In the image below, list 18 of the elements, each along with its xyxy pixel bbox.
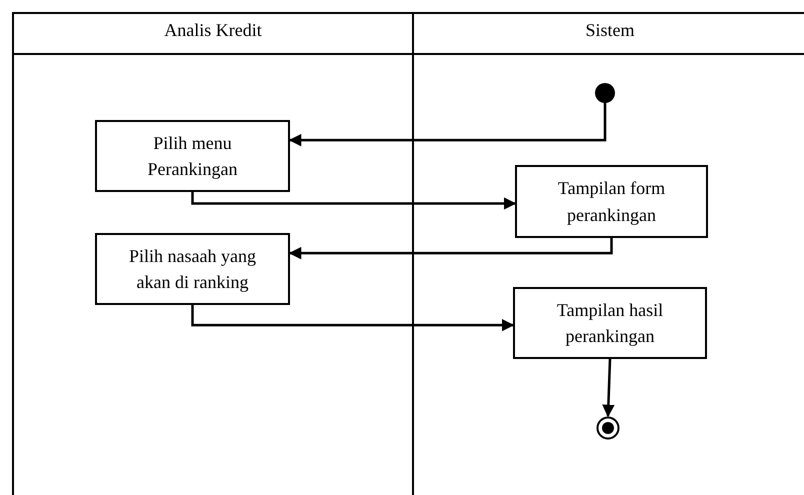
action-box [515,165,708,238]
action-label: Tampilan form perankingan [556,177,666,227]
action-box [95,120,290,192]
action-label: Pilih nasaah yang akan di ranking [128,244,257,294]
action-label: Pilih menu Perankingan [146,132,238,181]
swimlane [12,12,414,495]
action-label: Tampilan hasil perankingan [556,298,664,348]
initial-node [595,83,615,103]
flow-arrow [288,103,606,146]
final-node [596,416,620,440]
flow-arrow [288,238,613,260]
action-box [513,287,707,359]
flow-arrow [602,358,615,418]
action-box [95,233,290,305]
lane-header: Analis Kredit [163,20,263,41]
lane-header: Sistem [584,20,636,41]
flow-arrow [191,305,514,332]
flow-arrow [191,192,516,210]
